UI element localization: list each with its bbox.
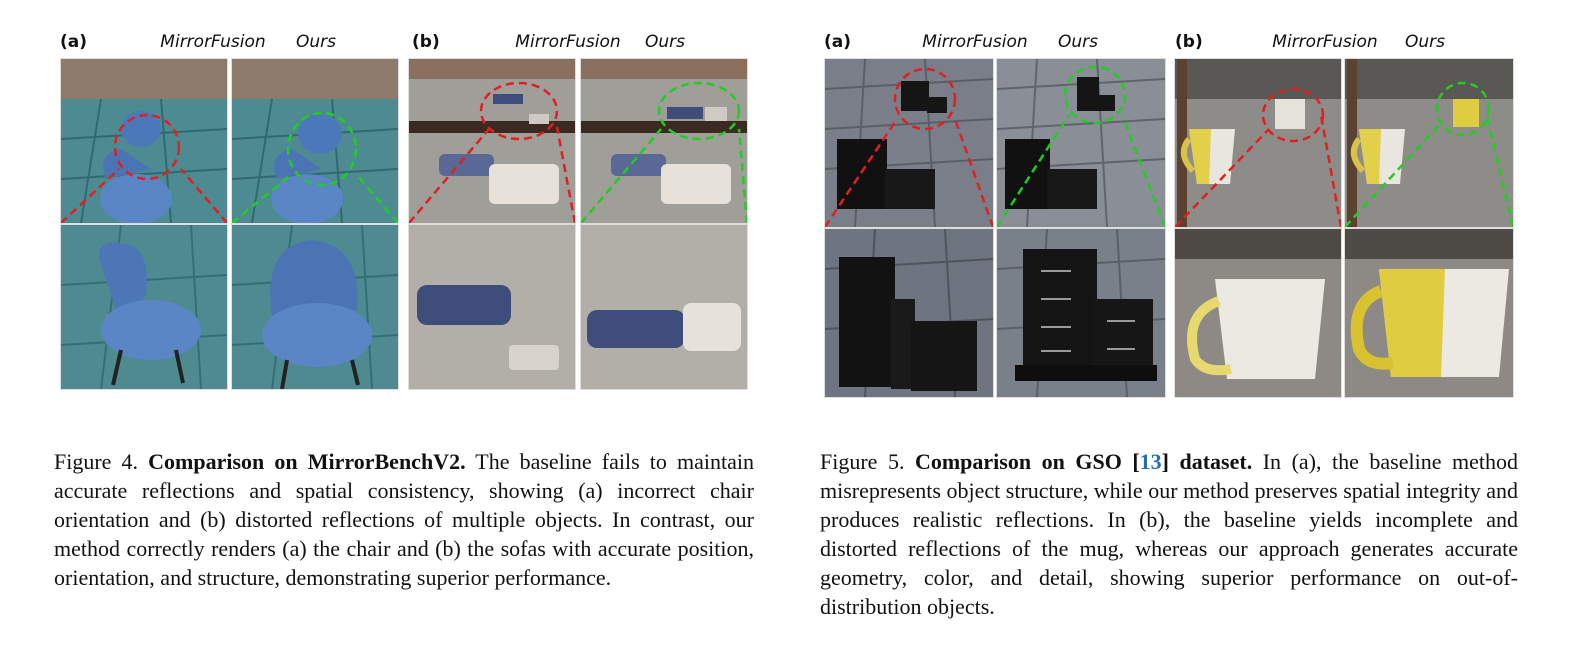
chair-ours-top-image — [231, 58, 399, 224]
mug-ours-top-image — [1344, 58, 1514, 228]
panel-a-label: (a) — [60, 32, 88, 52]
mug-baseline-top-image — [1174, 58, 1342, 228]
caption-body: In (a), the baseline method misrepresent… — [820, 449, 1518, 619]
citation-link[interactable]: 13 — [1139, 449, 1162, 474]
col-label-ours-a: Ours — [1057, 32, 1098, 52]
sofa-ours-zoom-image — [580, 224, 748, 390]
caption-title: Comparison on MirrorBenchV2. — [148, 449, 466, 474]
col-label-baseline-a: MirrorFusion — [922, 32, 1028, 52]
caption-title: Comparison on GSO [13] dataset. — [914, 449, 1253, 474]
col-label-ours-a: Ours — [295, 32, 336, 52]
cabinet-ours-top-image — [996, 58, 1166, 228]
mug-baseline-zoom-image — [1174, 228, 1342, 398]
col-label-baseline-b: MirrorFusion — [515, 32, 621, 52]
caption-prefix: Figure 5. — [820, 449, 905, 474]
caption-prefix: Figure 4. — [54, 449, 139, 474]
col-label-baseline-b: MirrorFusion — [1272, 32, 1378, 52]
chair-ours-zoom-image — [231, 224, 399, 390]
chair-baseline-top-image — [60, 58, 228, 224]
sofa-ours-top-image — [580, 58, 748, 224]
col-label-ours-b: Ours — [644, 32, 685, 52]
figure-5-caption: Figure 5. Comparison on GSO [13] dataset… — [820, 447, 1518, 621]
chair-baseline-zoom-image — [60, 224, 228, 390]
cabinet-baseline-top-image — [824, 58, 994, 228]
panel-b-label: (b) — [412, 32, 440, 52]
cabinet-baseline-zoom-image — [824, 228, 994, 398]
cabinet-ours-zoom-image — [996, 228, 1166, 398]
col-label-ours-b: Ours — [1404, 32, 1445, 52]
panel-b-label: (b) — [1175, 32, 1203, 52]
mug-ours-zoom-image — [1344, 228, 1514, 398]
panel-a-label: (a) — [824, 32, 852, 52]
caption-body: The baseline fails to maintain accurate … — [54, 449, 754, 590]
sofa-baseline-top-image — [408, 58, 576, 224]
col-label-baseline-a: MirrorFusion — [160, 32, 266, 52]
figure-4-caption: Figure 4. Comparison on MirrorBenchV2. T… — [54, 447, 754, 592]
sofa-baseline-zoom-image — [408, 224, 576, 390]
